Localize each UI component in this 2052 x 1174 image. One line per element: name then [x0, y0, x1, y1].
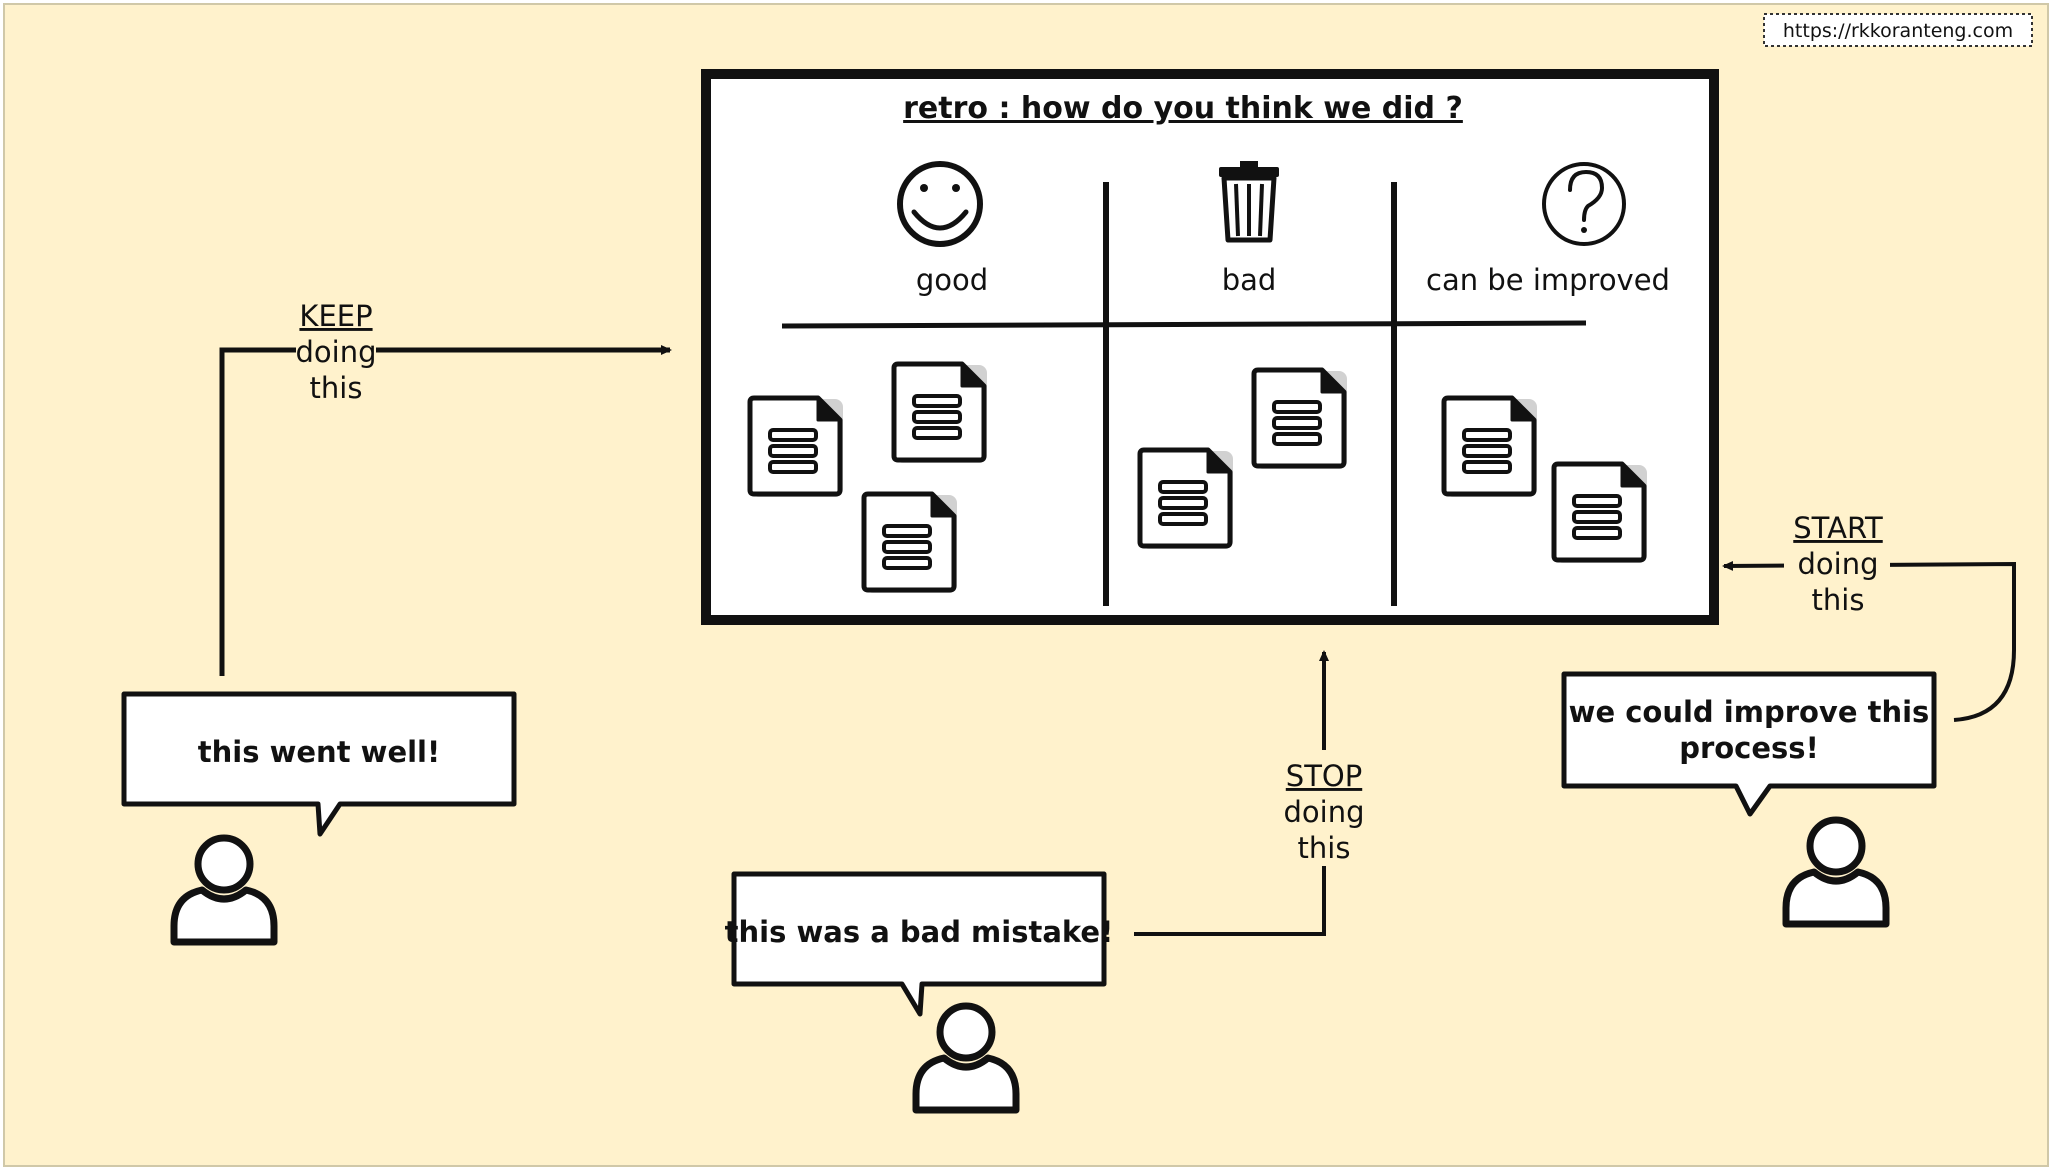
stop-label: STOP [1286, 759, 1362, 793]
keep-label-doing: doing [296, 335, 377, 369]
speech-text-went-well: this went well! [198, 735, 440, 769]
trash-can-icon [1219, 161, 1279, 243]
header-divider [781, 320, 1587, 329]
stop-connector: STOP doing this [1134, 650, 1368, 936]
watermark: https://rkkoranteng.com [1763, 13, 2033, 47]
speech-bubble-improve: we could improve this process! [1561, 671, 1937, 817]
speech-bubble-went-well: this went well! [121, 691, 517, 837]
start-label-doing: doing [1798, 547, 1879, 581]
column-label-good: good [916, 263, 988, 297]
watermark-url: https://rkkoranteng.com [1783, 20, 2013, 42]
keep-label-this: this [310, 371, 363, 405]
stop-label-doing: doing [1284, 795, 1365, 829]
keep-label: KEEP [299, 299, 372, 333]
column-label-bad: bad [1222, 263, 1277, 297]
start-label: START [1793, 511, 1883, 545]
keep-connector: KEEP doing this [219, 299, 672, 676]
column-bad: bad [1219, 161, 1279, 297]
column-label-improve: can be improved [1426, 263, 1670, 297]
column-improve: can be improved [1426, 162, 1670, 297]
sticky-note [1254, 370, 1347, 469]
board-title: retro : how do you think we did ? [903, 91, 1463, 126]
sticky-note [750, 398, 843, 497]
sticky-note [1140, 450, 1233, 549]
stop-label-this: this [1298, 831, 1351, 865]
speech-text-improve-line1: we could improve this [1569, 695, 1930, 729]
start-connector: START doing this [1722, 511, 2016, 722]
sticky-note [894, 364, 987, 463]
speech-bubble-mistake: this was a bad mistake! [725, 871, 1114, 1017]
retro-board: retro : how do you think we did ? good [701, 69, 1719, 625]
question-mark-icon [1542, 162, 1626, 246]
column-good: good [897, 161, 988, 297]
speech-text-improve-line2: process! [1679, 731, 1819, 765]
speech-text-mistake: this was a bad mistake! [725, 915, 1114, 949]
sticky-note [864, 494, 957, 593]
sticky-note [1444, 398, 1537, 497]
start-label-this: this [1812, 583, 1865, 617]
smiley-face-icon [897, 161, 983, 247]
sticky-note [1554, 464, 1647, 563]
